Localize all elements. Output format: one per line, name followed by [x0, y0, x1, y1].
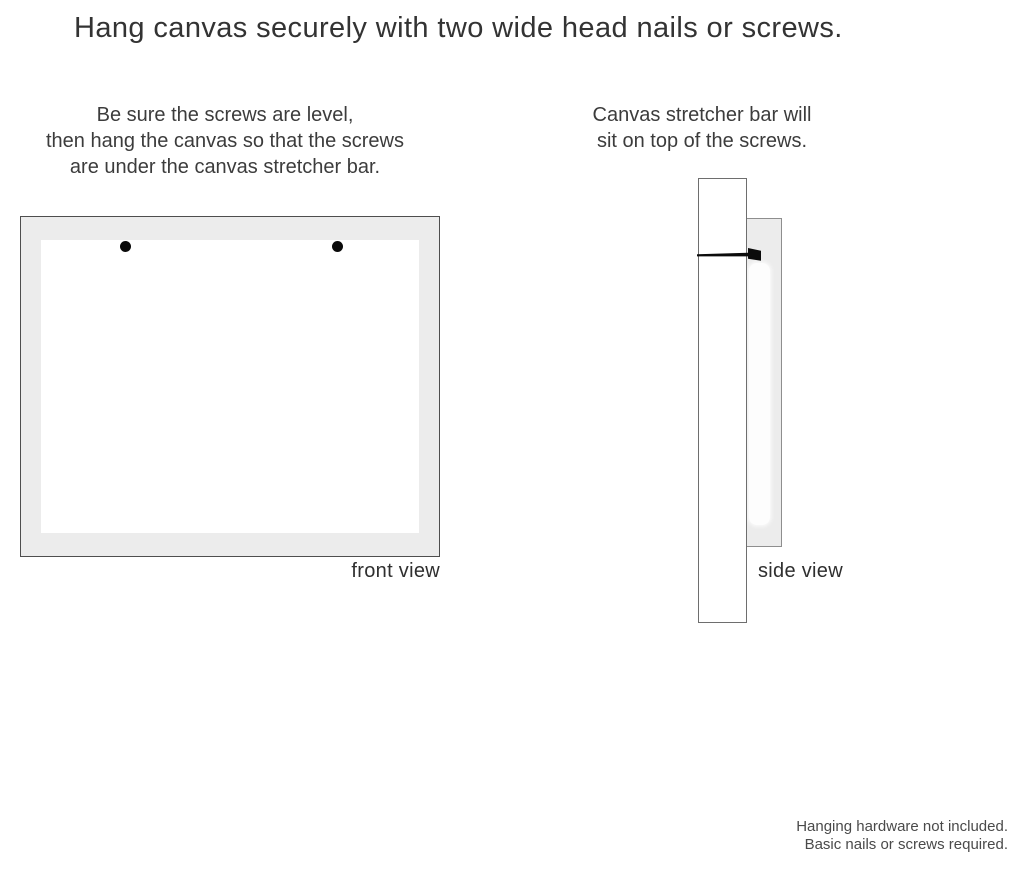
instruction-front-view: Be sure the screws are level, then hang … [25, 102, 425, 180]
canvas-edge-highlight [749, 263, 770, 525]
page-title: Hang canvas securely with two wide head … [74, 12, 843, 44]
instruction-line: then hang the canvas so that the screws [46, 130, 404, 152]
nail-icon [697, 248, 761, 261]
instruction-line: Be sure the screws are level, [96, 104, 354, 126]
side-view-canvas-edge [745, 218, 782, 547]
instruction-line: are under the canvas stretcher bar. [69, 156, 381, 178]
screw-left-icon [120, 241, 131, 252]
side-view-stretcher-bar [698, 178, 747, 623]
disclaimer-line: Basic nails or screws required. [804, 836, 1008, 853]
front-view-label: front view [351, 560, 440, 582]
nail-shape [697, 248, 761, 261]
instruction-line: sit on top of the screws. [596, 130, 808, 152]
canvas-face [41, 240, 419, 533]
instruction-side-view: Canvas stretcher bar will sit on top of … [552, 102, 852, 154]
hardware-disclaimer: Hanging hardware not included. Basic nai… [608, 818, 1008, 854]
screw-right-icon [332, 241, 343, 252]
side-view-label: side view [758, 560, 843, 582]
instruction-line: Canvas stretcher bar will [592, 104, 812, 126]
front-view-canvas-diagram [20, 216, 440, 557]
disclaimer-line: Hanging hardware not included. [796, 818, 1008, 835]
